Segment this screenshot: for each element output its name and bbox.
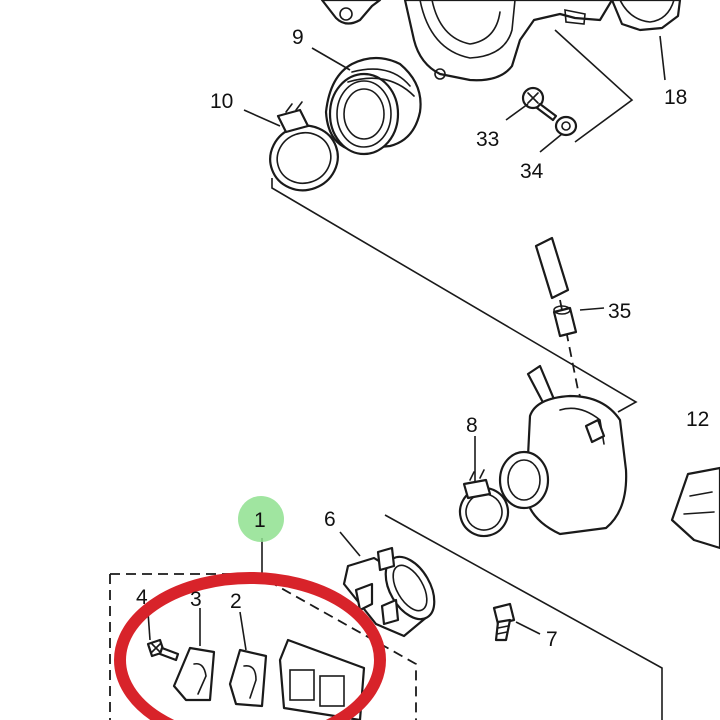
callout-1: 1 — [254, 509, 266, 532]
air-box-assembly — [320, 0, 682, 143]
part-33-screw — [521, 86, 558, 122]
callout-34: 34 — [520, 160, 544, 183]
callout-2: 2 — [230, 590, 242, 613]
callout-1-highlight-badge[interactable] — [238, 496, 284, 542]
callout-3: 3 — [190, 588, 202, 611]
part-34-washer — [554, 115, 578, 137]
callout-4: 4 — [136, 586, 148, 609]
part-35-cable-cap — [552, 305, 578, 338]
part-9-intake-joint — [324, 56, 422, 156]
callout-8: 8 — [466, 414, 478, 437]
assembly-guide-lines — [271, 178, 663, 720]
part-7-bolt — [492, 602, 516, 642]
callout-labels: 9 10 18 33 34 35 8 12 6 7 1 4 3 2 — [136, 26, 709, 651]
callout-33: 33 — [476, 128, 499, 151]
callout-10: 10 — [210, 90, 233, 113]
callout-7: 7 — [546, 628, 558, 651]
reed-valve-kit — [109, 573, 417, 720]
part-12-partial — [670, 466, 720, 550]
part-10-hose-clamp — [269, 101, 339, 192]
callout-35: 35 — [608, 300, 631, 323]
callout-18: 18 — [664, 86, 687, 109]
carburetor — [498, 364, 628, 536]
callout-12: 12 — [686, 408, 709, 431]
callout-6: 6 — [324, 508, 336, 531]
red-annotation-circle — [114, 572, 386, 720]
part-6-carb-joint — [342, 546, 436, 638]
callout-9: 9 — [292, 26, 304, 49]
part-8-clamp — [458, 469, 510, 538]
